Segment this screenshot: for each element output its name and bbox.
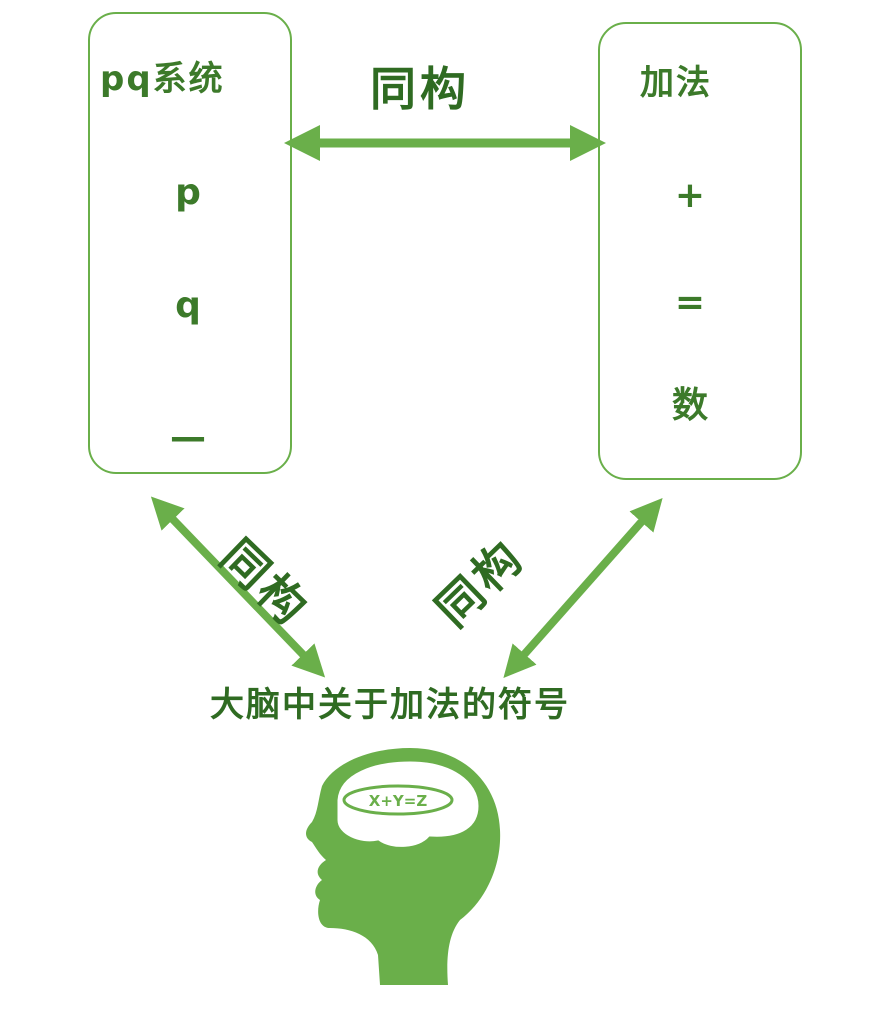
brain-addition-caption: 大脑中关于加法的符号 [210,685,570,725]
addition-symbol-number: 数 [671,385,708,426]
pq-symbol-p: p [175,172,201,213]
isomorphism-label-top: 同构 [370,62,470,116]
brain-formula: X+Y=Z [369,792,428,810]
pq-system-title: pq系统 [100,59,225,99]
lower-left-double-arrow [150,496,326,678]
pq-system-box [88,12,292,474]
addition-symbol-plus: + [674,175,706,216]
head-silhouette-icon: X+Y=Z [306,748,501,985]
addition-box [598,22,802,480]
pq-symbol-dash: — [170,417,206,458]
pq-symbol-q: q [175,285,201,326]
lower-right-double-arrow [503,498,663,678]
addition-symbol-equals: = [674,282,706,323]
formula-oval [342,784,454,816]
addition-title: 加法 [640,63,712,103]
